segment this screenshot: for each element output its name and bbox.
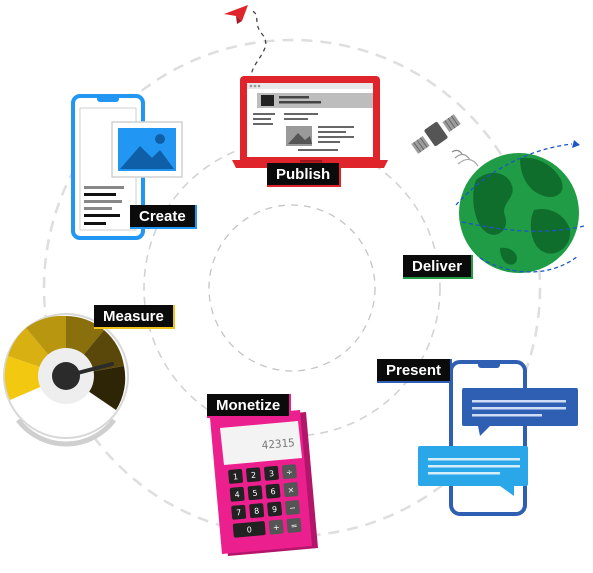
- calculator-key: 1: [228, 468, 244, 484]
- calculator-key: 0: [232, 521, 266, 538]
- calculator-key-label: ×: [287, 485, 294, 495]
- monetize-label: Monetize: [207, 394, 292, 418]
- calculator-key-label: ÷: [286, 467, 293, 477]
- gauge-icon: [3, 313, 129, 447]
- calculator-key-label: 5: [252, 489, 258, 498]
- calculator-key: ×: [283, 482, 299, 497]
- calculator-key: =: [286, 518, 302, 533]
- calculator-key: 5: [247, 485, 263, 501]
- phone-image-icon: [71, 94, 183, 240]
- present-label: Present: [377, 359, 453, 383]
- calculator-key-label: 6: [270, 487, 276, 496]
- calculator-key: 6: [265, 483, 281, 499]
- calculator-key-label: 0: [246, 525, 252, 534]
- calculator-key-label: 3: [269, 469, 275, 478]
- calculator-key: ÷: [281, 464, 297, 480]
- measure-label: Measure: [94, 305, 175, 329]
- calculator-key-label: 8: [254, 506, 260, 515]
- create-label: Create: [130, 205, 197, 229]
- calculator-key: 7: [231, 504, 247, 520]
- calculator-key: 3: [264, 465, 279, 481]
- calculator-keypad: 1 2 3 ÷ 4 5 6 × 7 8 9 − 0 + =: [228, 464, 302, 538]
- calculator-key-label: 9: [272, 505, 278, 514]
- calculator-key: 9: [267, 501, 283, 517]
- calculator-key-label: −: [289, 503, 296, 513]
- calculator-key-label: =: [290, 521, 297, 531]
- laptop-icon: [232, 76, 388, 168]
- inner-dashed-ring: [208, 204, 376, 372]
- phone-chat-icon: [418, 360, 578, 516]
- calculator-key-label: 4: [234, 490, 240, 499]
- calculator-key: 2: [246, 467, 261, 483]
- calculator-display-value: 42315: [261, 436, 295, 452]
- publish-label: Publish: [267, 163, 342, 187]
- satellite-icon: [411, 114, 479, 167]
- calculator-key: −: [285, 500, 300, 515]
- middle-dashed-ring: [143, 139, 441, 437]
- calculator-key: 8: [249, 503, 265, 519]
- calculator-key: 4: [229, 486, 245, 502]
- calculator-key-label: +: [272, 523, 279, 533]
- deliver-label: Deliver: [403, 255, 474, 279]
- calculator-key: +: [268, 519, 284, 535]
- calculator-key-label: 7: [236, 508, 242, 517]
- calculator-key-label: 2: [251, 471, 257, 480]
- globe-icon: [455, 140, 585, 273]
- calculator-icon: 1 2 3 ÷ 4 5 6 × 7 8 9 − 0 + =: [210, 410, 318, 556]
- paper-plane-icon: [224, 5, 267, 87]
- calculator-key-label: 1: [233, 472, 239, 481]
